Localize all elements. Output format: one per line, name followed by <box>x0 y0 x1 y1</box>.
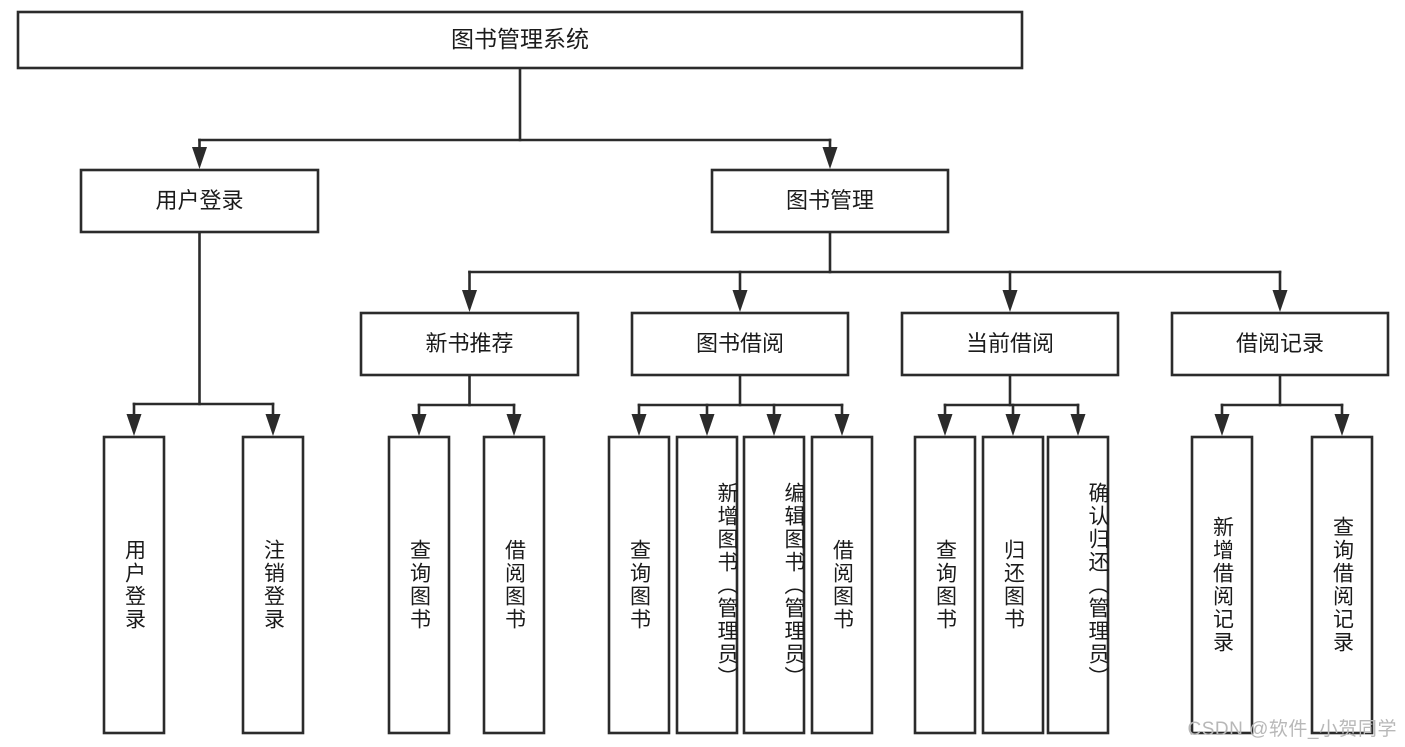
arrow-head <box>631 414 647 436</box>
node-box <box>79 168 320 234</box>
node-box <box>710 168 950 234</box>
arrow-head <box>834 414 850 436</box>
arrow-head <box>822 147 838 169</box>
arrow-head <box>1334 414 1350 436</box>
node-label: 新书推荐 <box>425 331 513 356</box>
node-book-borrow: 图书借阅 <box>630 311 850 377</box>
node-leaf-borrow-book-1 <box>482 435 546 735</box>
node-leaf-add-book-admin <box>675 435 739 735</box>
node-leaf-add-borrow-record <box>1190 435 1254 735</box>
node-new-book-recommend: 新书推荐 <box>359 311 580 377</box>
node-label: 用户登录 <box>155 188 243 213</box>
node-box <box>1190 435 1254 735</box>
node-leaf-user-login <box>102 435 166 735</box>
arrow-head <box>411 414 427 436</box>
node-user-login: 用户登录 <box>79 168 320 234</box>
node-box <box>607 435 671 735</box>
connector-layer <box>126 66 1350 436</box>
node-box <box>16 10 1024 70</box>
arrow-head <box>506 414 522 436</box>
arrow-head <box>766 414 782 436</box>
arrow-head <box>192 147 207 169</box>
node-box <box>241 435 305 735</box>
node-label: 当前借阅 <box>966 331 1054 356</box>
node-leaf-logout <box>241 435 305 735</box>
node-label: 图书借阅 <box>696 331 784 356</box>
node-box <box>913 435 977 735</box>
node-leaf-query-book-1 <box>387 435 451 735</box>
node-box <box>810 435 874 735</box>
node-box <box>981 435 1045 735</box>
node-box <box>482 435 546 735</box>
node-box <box>359 311 580 377</box>
node-box <box>387 435 451 735</box>
node-title: 图书管理系统 <box>16 10 1024 70</box>
arrow-head <box>699 414 715 436</box>
node-leaf-confirm-return-admin <box>1046 435 1110 735</box>
arrow-head <box>265 414 281 436</box>
arrow-head <box>732 290 748 312</box>
arrow-head <box>1002 290 1018 312</box>
node-box <box>630 311 850 377</box>
node-box <box>1170 311 1390 377</box>
node-leaf-edit-book-admin <box>742 435 806 735</box>
node-label: 借阅记录 <box>1236 331 1324 356</box>
node-box <box>102 435 166 735</box>
node-box <box>675 435 739 735</box>
arrow-head <box>1005 414 1021 436</box>
node-borrow-record: 借阅记录 <box>1170 311 1390 377</box>
node-leaf-query-book-3 <box>913 435 977 735</box>
arrow-head <box>1214 414 1230 436</box>
node-current-borrow: 当前借阅 <box>900 311 1120 377</box>
node-leaf-query-borrow-record <box>1310 435 1374 735</box>
node-book-management: 图书管理 <box>710 168 950 234</box>
arrow-head <box>937 414 953 436</box>
arrow-head <box>1070 414 1086 436</box>
node-label: 图书管理 <box>786 188 874 213</box>
watermark-text: CSDN @软件_小贺同学 <box>1187 719 1397 740</box>
node-box <box>1046 435 1110 735</box>
node-leaf-query-book-2 <box>607 435 671 735</box>
arrow-head <box>1272 290 1288 312</box>
node-box <box>742 435 806 735</box>
arrow-head <box>462 290 477 312</box>
arrow-head <box>126 414 142 436</box>
node-box <box>900 311 1120 377</box>
node-label: 图书管理系统 <box>451 26 589 52</box>
node-leaf-borrow-book-2 <box>810 435 874 735</box>
node-leaf-return-book <box>981 435 1045 735</box>
node-box <box>1310 435 1374 735</box>
